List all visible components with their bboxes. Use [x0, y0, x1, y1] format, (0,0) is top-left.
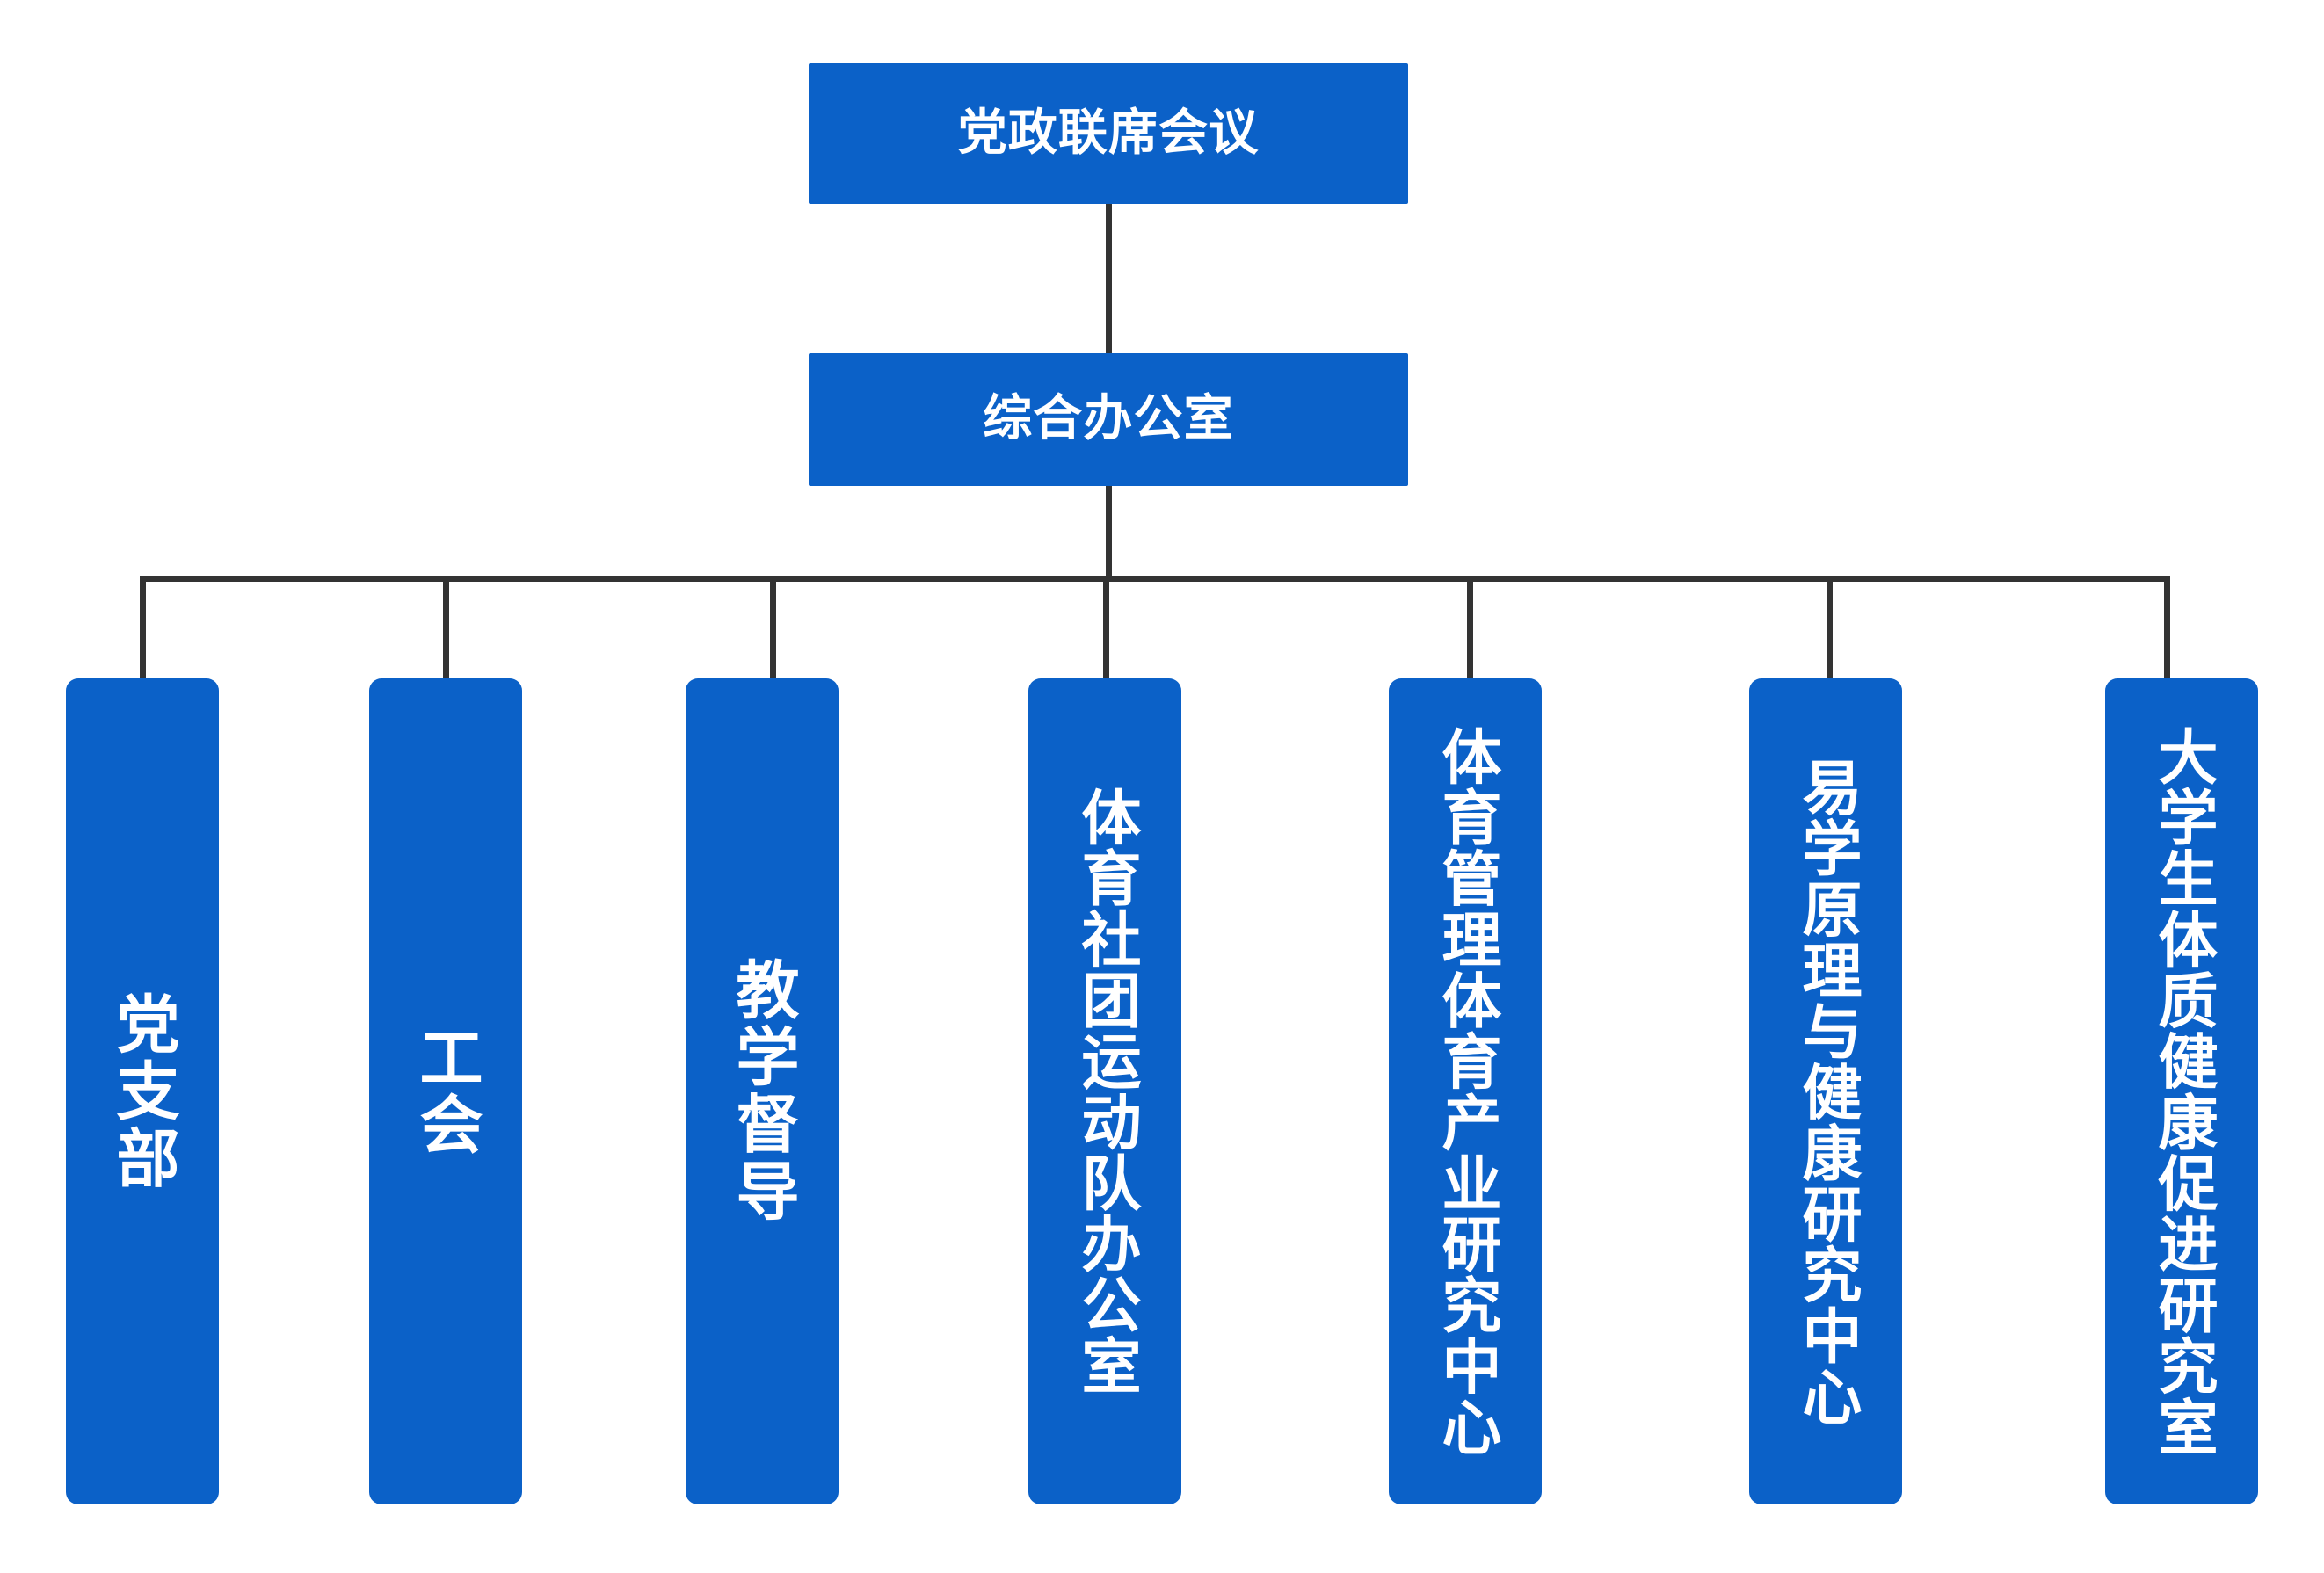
- node-label-dept-4: 体育社团运动队办公室: [1071, 786, 1140, 1396]
- node-label-dept-5: 体育管理体育产业研究中心: [1431, 725, 1500, 1458]
- node-yixue-principles-health-research-center[interactable]: 易学原理与健康研究中心: [1749, 678, 1902, 1504]
- node-label-dept-3: 教学督导: [725, 957, 799, 1226]
- connector-drop-dept-2: [443, 576, 449, 678]
- node-sports-club-team-office[interactable]: 体育社团运动队办公室: [1028, 678, 1181, 1504]
- node-label-dept-6: 易学原理与健康研究中心: [1791, 756, 1861, 1427]
- node-label-dept-7: 大学生体质健康促进研究室: [2147, 725, 2217, 1458]
- node-label-dept-2: 工会: [409, 1024, 483, 1159]
- connector-drop-dept-5: [1467, 576, 1473, 678]
- connector-office-to-bus: [1106, 486, 1112, 581]
- node-student-physical-health-promotion-lab[interactable]: 大学生体质健康促进研究室: [2105, 678, 2258, 1504]
- node-teaching-supervision[interactable]: 教学督导: [686, 678, 839, 1504]
- connector-drop-dept-4: [1103, 576, 1109, 678]
- node-general-office[interactable]: 综合办公室: [809, 353, 1408, 486]
- node-label-root: 党政联席会议: [957, 104, 1260, 162]
- connector-horizontal-bus: [140, 576, 2170, 582]
- node-party-branch[interactable]: 党支部: [66, 678, 219, 1504]
- connector-drop-dept-1: [140, 576, 146, 678]
- node-labor-union[interactable]: 工会: [369, 678, 522, 1504]
- connector-root-to-office: [1106, 204, 1112, 353]
- connector-drop-dept-3: [770, 576, 776, 678]
- node-party-government-joint-meeting[interactable]: 党政联席会议: [809, 63, 1408, 204]
- node-label-dept-1: 党支部: [105, 990, 179, 1192]
- connector-drop-dept-6: [1827, 576, 1833, 678]
- node-label-office: 综合办公室: [983, 390, 1234, 448]
- node-sports-management-industry-research-center[interactable]: 体育管理体育产业研究中心: [1389, 678, 1542, 1504]
- connector-drop-dept-7: [2164, 576, 2170, 678]
